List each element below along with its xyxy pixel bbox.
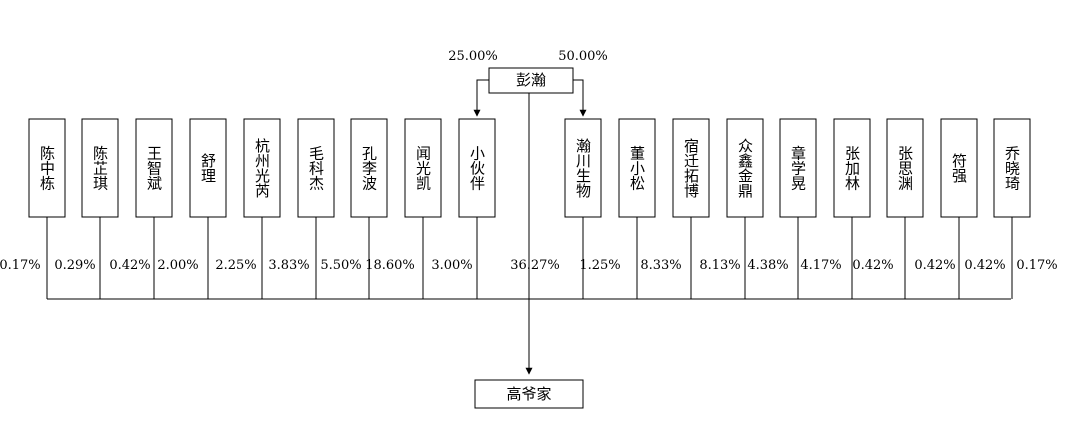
shareholder-percentage: 4.17% — [800, 258, 841, 273]
shareholder-box — [404, 118, 442, 218]
shareholder-node: 众鑫金鼎 4.38% — [726, 118, 789, 299]
top-right-percentage: 50.00% — [558, 49, 608, 64]
arrow-to-xiaohuoban — [473, 79, 489, 117]
shareholder-node: 陈中栋 0.17% — [0, 118, 66, 299]
shareholder-percentage: 0.42% — [852, 258, 893, 273]
shareholders-group: 陈中栋 0.17% 陈芷琪 0.29% 王智斌 0.42% 舒理 2.00% 杭州光芮 2.25%… — [0, 118, 1058, 299]
shareholder-node: 王智斌 0.42% — [109, 118, 173, 299]
shareholder-percentage: 3.83% — [268, 258, 309, 273]
center-percentage: 36.27% — [510, 258, 560, 273]
shareholder-name: 众鑫金鼎 — [736, 138, 754, 199]
shareholder-node: 乔晓琦 0.17% — [993, 118, 1058, 299]
shareholder-percentage: 0.42% — [914, 258, 955, 273]
bottom-entity-name: 高爷家 — [506, 385, 551, 403]
shareholder-box — [297, 118, 335, 218]
shareholder-percentage: 5.50% — [320, 258, 361, 273]
arrow-to-hanchuan — [573, 79, 587, 117]
shareholder-node: 小伙伴 3.00% — [431, 118, 496, 299]
shareholder-node: 毛科杰 3.83% — [268, 118, 335, 299]
shareholder-node: 张加林 0.42% — [833, 118, 894, 299]
top-entity-name: 彭瀚 — [516, 71, 546, 89]
shareholder-percentage: 18.60% — [365, 258, 415, 273]
shareholder-box — [81, 118, 119, 218]
shareholder-box — [618, 118, 656, 218]
shareholder-percentage: 8.33% — [640, 258, 681, 273]
shareholder-node: 张思渊 0.42% — [886, 118, 956, 299]
bottom-entity-node: 高爷家 — [474, 379, 584, 409]
shareholder-name: 董小松 — [628, 146, 646, 191]
top-left-percentage: 25.00% — [448, 49, 498, 64]
shareholder-name: 陈中栋 — [38, 145, 56, 192]
shareholder-name: 闻光凯 — [414, 146, 432, 192]
shareholder-name: 陈芷琪 — [91, 145, 109, 191]
shareholder-box — [833, 118, 871, 218]
shareholder-name: 王智斌 — [145, 146, 163, 191]
shareholder-name: 张思渊 — [896, 146, 914, 191]
shareholder-box — [350, 118, 388, 218]
shareholder-name: 乔晓琦 — [1003, 146, 1021, 191]
shareholder-name: 章学晃 — [789, 145, 807, 192]
shareholder-node: 宿迁拓博 8.13% — [672, 118, 741, 299]
shareholder-percentage: 2.25% — [215, 258, 256, 273]
shareholder-percentage: 2.00% — [157, 258, 198, 273]
shareholder-box — [672, 118, 710, 218]
shareholder-node: 瀚川生物 1.25% — [564, 118, 621, 299]
shareholder-name: 杭州光芮 — [253, 138, 271, 199]
shareholder-box — [993, 118, 1031, 218]
shareholder-node: 董小松 8.33% — [618, 118, 682, 299]
shareholder-percentage: 0.17% — [1016, 258, 1057, 273]
shareholder-node: 舒理 2.00% — [157, 118, 227, 299]
shareholder-box — [458, 118, 496, 218]
shareholder-box — [564, 118, 602, 218]
shareholder-percentage: 4.38% — [747, 258, 788, 273]
shareholder-node: 陈芷琪 0.29% — [54, 118, 119, 299]
shareholder-node: 孔李波 5.50% — [320, 118, 388, 299]
shareholder-node: 杭州光芮 2.25% — [215, 118, 281, 299]
shareholder-percentage: 0.42% — [964, 258, 1005, 273]
shareholder-name: 宿迁拓博 — [682, 138, 700, 198]
shareholder-name: 毛科杰 — [307, 146, 325, 191]
shareholder-percentage: 0.29% — [54, 258, 95, 273]
shareholder-node: 章学晃 4.17% — [779, 118, 842, 299]
shareholder-percentage: 0.42% — [109, 258, 150, 273]
shareholder-percentage: 0.17% — [0, 258, 41, 273]
shareholder-name: 符强 — [950, 153, 968, 184]
shareholder-node: 闻光凯 18.60% — [365, 118, 442, 299]
shareholder-name: 小伙伴 — [468, 146, 486, 191]
shareholder-percentage: 1.25% — [579, 258, 620, 273]
shareholder-box — [28, 118, 66, 218]
shareholder-name: 孔李波 — [360, 146, 378, 191]
shareholder-node: 符强 0.42% — [940, 118, 1006, 299]
shareholder-name: 舒理 — [199, 153, 217, 183]
shareholder-box — [726, 118, 764, 218]
shareholder-percentage: 8.13% — [699, 258, 740, 273]
shareholder-name: 张加林 — [843, 146, 861, 191]
shareholder-percentage: 3.00% — [431, 258, 472, 273]
shareholder-box — [135, 118, 173, 218]
shareholder-name: 瀚川生物 — [574, 138, 592, 199]
shareholder-box — [940, 118, 978, 218]
top-entity-node: 彭瀚 — [488, 67, 574, 94]
